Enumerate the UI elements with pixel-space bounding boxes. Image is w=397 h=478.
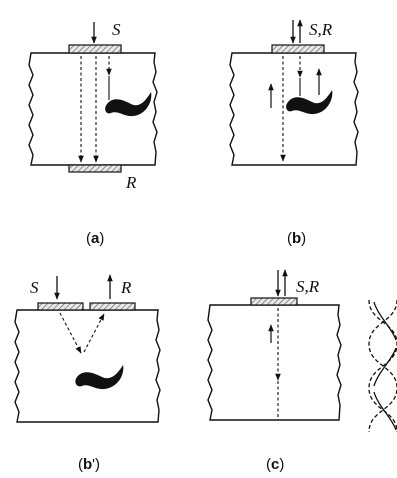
flaw-a xyxy=(105,92,152,117)
panel-a: S R (a) xyxy=(28,20,158,247)
caption-b-prime: (b') xyxy=(78,456,100,473)
source-label-b-prime: S xyxy=(30,278,39,297)
source-transducer-a xyxy=(68,44,122,54)
standing-wave-pattern xyxy=(368,299,397,433)
test-block-a xyxy=(28,52,158,166)
caption-b: (b) xyxy=(287,230,306,247)
transceiver-b xyxy=(271,44,325,54)
transceiver-label-c: S,R xyxy=(296,277,320,296)
receiver-transducer-b-prime xyxy=(89,302,136,311)
panel-b-prime: S R (b') xyxy=(14,274,161,473)
test-block-b xyxy=(229,52,359,166)
test-block-b-prime xyxy=(14,309,161,423)
caption-a: (a) xyxy=(86,230,104,247)
oblique-incident-path-b-prime xyxy=(59,312,82,354)
panel-c: S,R (c) xyxy=(207,269,397,473)
transceiver-c xyxy=(250,297,298,306)
test-block-c xyxy=(207,304,342,421)
source-label-a: S xyxy=(112,20,121,39)
receiver-transducer-a xyxy=(68,164,122,173)
flaw-b-prime xyxy=(75,365,124,390)
receiver-label-a: R xyxy=(125,173,137,192)
caption-c: (c) xyxy=(266,456,284,473)
receiver-label-b-prime: R xyxy=(120,278,132,297)
panel-b: S,R (b) xyxy=(229,19,359,247)
flaw-b xyxy=(286,90,333,115)
transceiver-label-b: S,R xyxy=(309,20,333,39)
oblique-reflected-path-b-prime xyxy=(83,313,105,353)
source-transducer-b-prime xyxy=(37,302,84,311)
